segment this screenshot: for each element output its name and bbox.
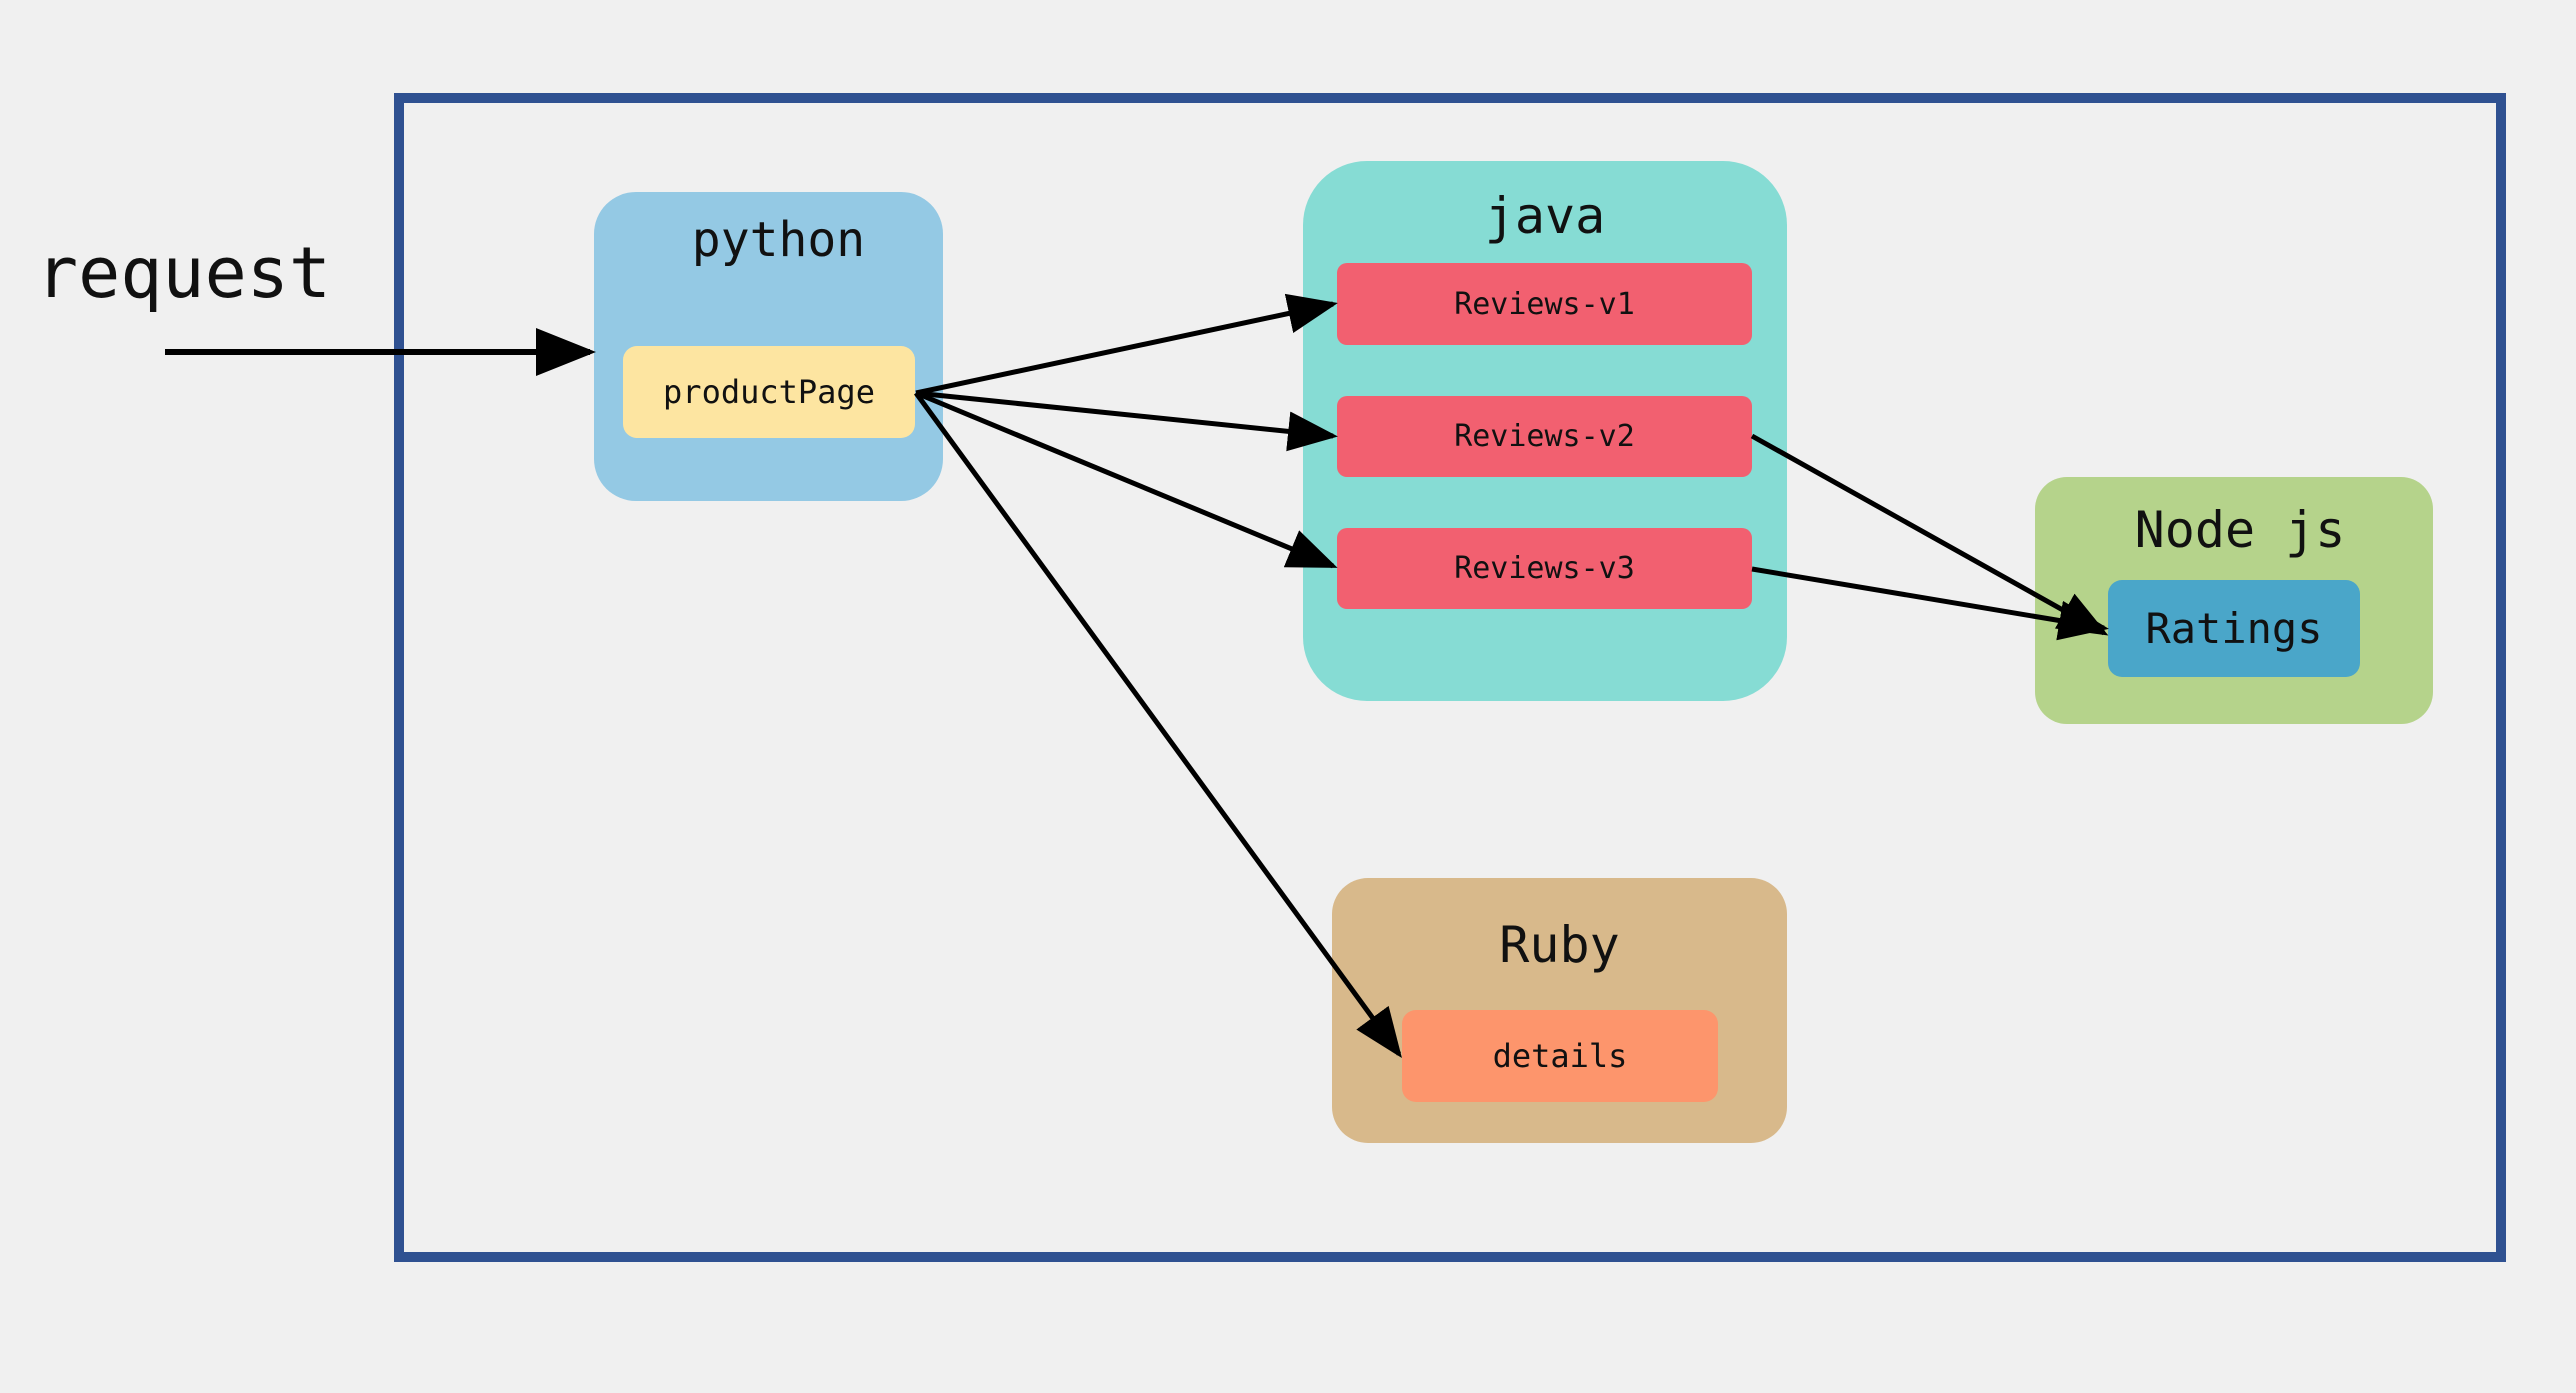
details-service: details: [1402, 1010, 1718, 1102]
request-label: request: [36, 232, 332, 314]
reviews-v3-service: Reviews-v3: [1337, 528, 1752, 609]
python-group: python productPage: [594, 192, 943, 501]
product-page-service: productPage: [623, 346, 915, 438]
java-group-title: java: [1484, 187, 1606, 245]
reviews-v1-service: Reviews-v1: [1337, 263, 1752, 345]
ratings-service: Ratings: [2108, 580, 2360, 677]
python-group-title: python: [691, 212, 866, 268]
ruby-group: Ruby details: [1332, 878, 1787, 1143]
node-group: Node js Ratings: [2035, 477, 2433, 724]
node-group-title: Node js: [2134, 501, 2346, 559]
java-group: java Reviews-v1 Reviews-v2 Reviews-v3: [1303, 161, 1787, 701]
ruby-group-title: Ruby: [1499, 916, 1620, 974]
reviews-v2-service: Reviews-v2: [1337, 396, 1752, 477]
mesh-boundary-frame: [394, 93, 2506, 1262]
